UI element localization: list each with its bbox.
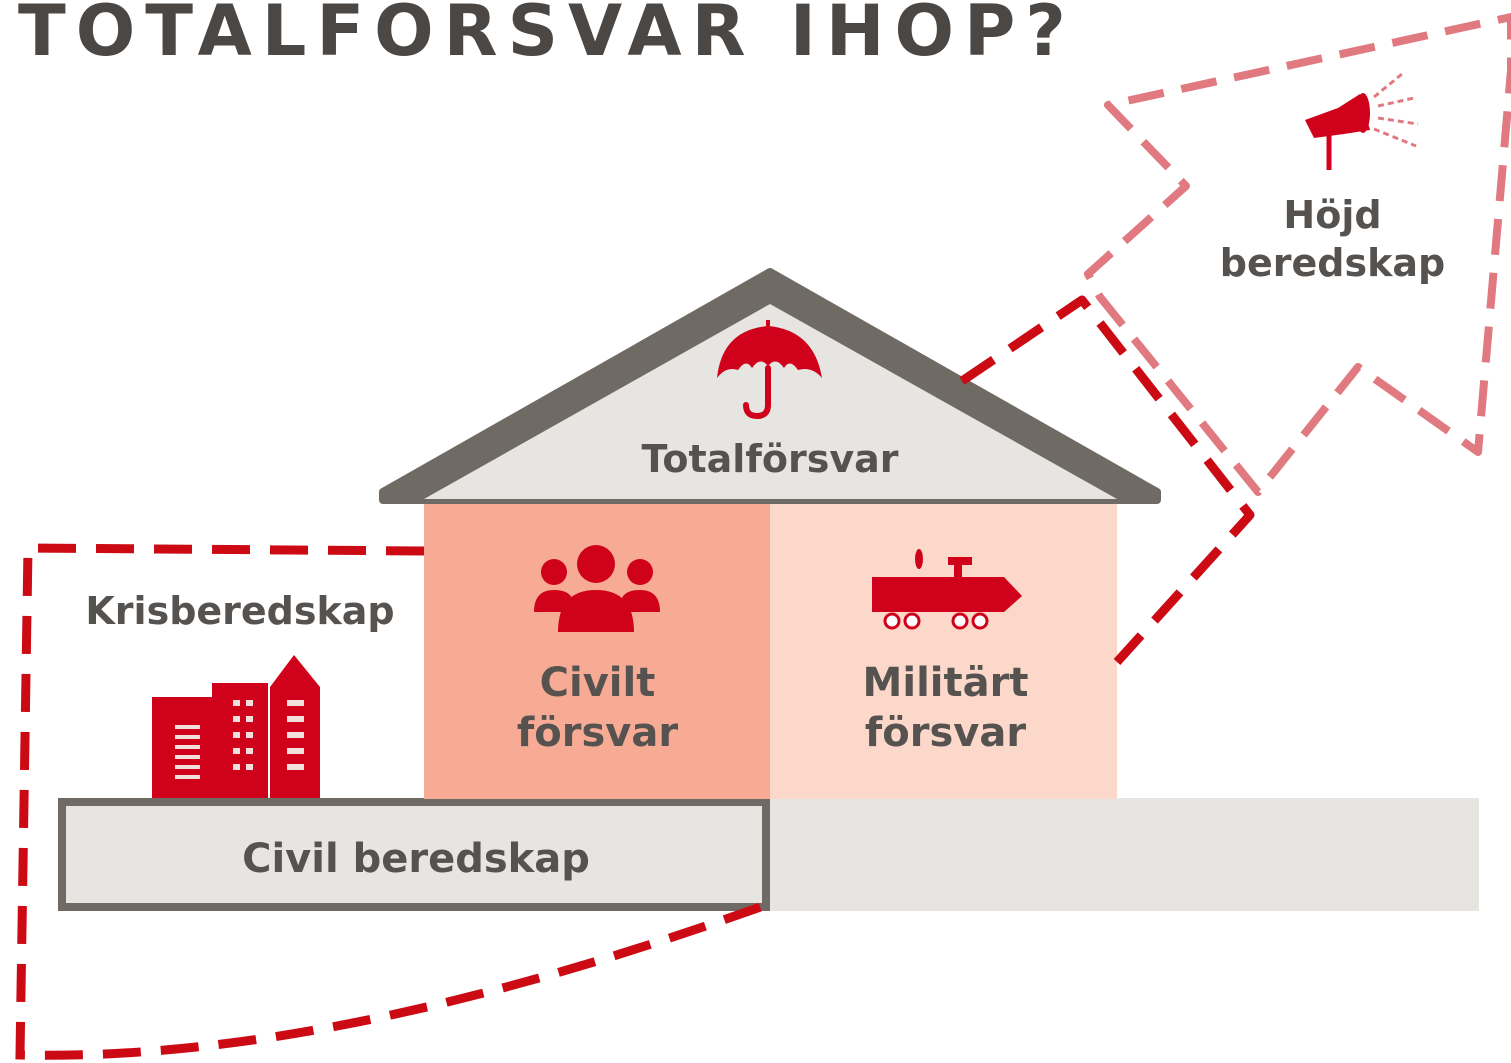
armored-vehicle-icon: [872, 549, 1022, 630]
krisberedskap-label: Krisberedskap: [85, 589, 395, 633]
totalforsvar-dashed-line: [959, 295, 1255, 666]
civilt-forsvar-label: Civilt försvar: [470, 658, 725, 758]
civil-beredskap-box: [58, 798, 770, 911]
militart-label-line1: Militärt: [862, 660, 1029, 706]
hojd-beredskap-dashed-arrow: [1084, 13, 1511, 496]
hojd-label-line2: beredskap: [1219, 240, 1446, 285]
krisberedskap-dashed-line: [15, 543, 768, 1060]
page-title: TOTALFÖRSVAR IHOP?: [18, 0, 1076, 72]
umbrella-icon: [717, 320, 822, 420]
people-icon: [534, 545, 660, 632]
militart-label-line2: försvar: [864, 710, 1027, 756]
megaphone-icon: [1305, 72, 1419, 170]
militart-forsvar-label: Militärt försvar: [818, 658, 1073, 758]
militart-forsvar-panel: [770, 499, 1117, 799]
civilt-label-line2: försvar: [516, 710, 679, 756]
civil-beredskap-label: Civil beredskap: [242, 836, 590, 882]
city-buildings-icon: [152, 655, 320, 798]
hojd-beredskap-label: Höjd beredskap: [1210, 192, 1455, 287]
totalforsvar-label: Totalförsvar: [641, 437, 899, 481]
hojd-label-line1: Höjd: [1283, 193, 1382, 237]
civilt-label-line1: Civilt: [539, 660, 656, 706]
